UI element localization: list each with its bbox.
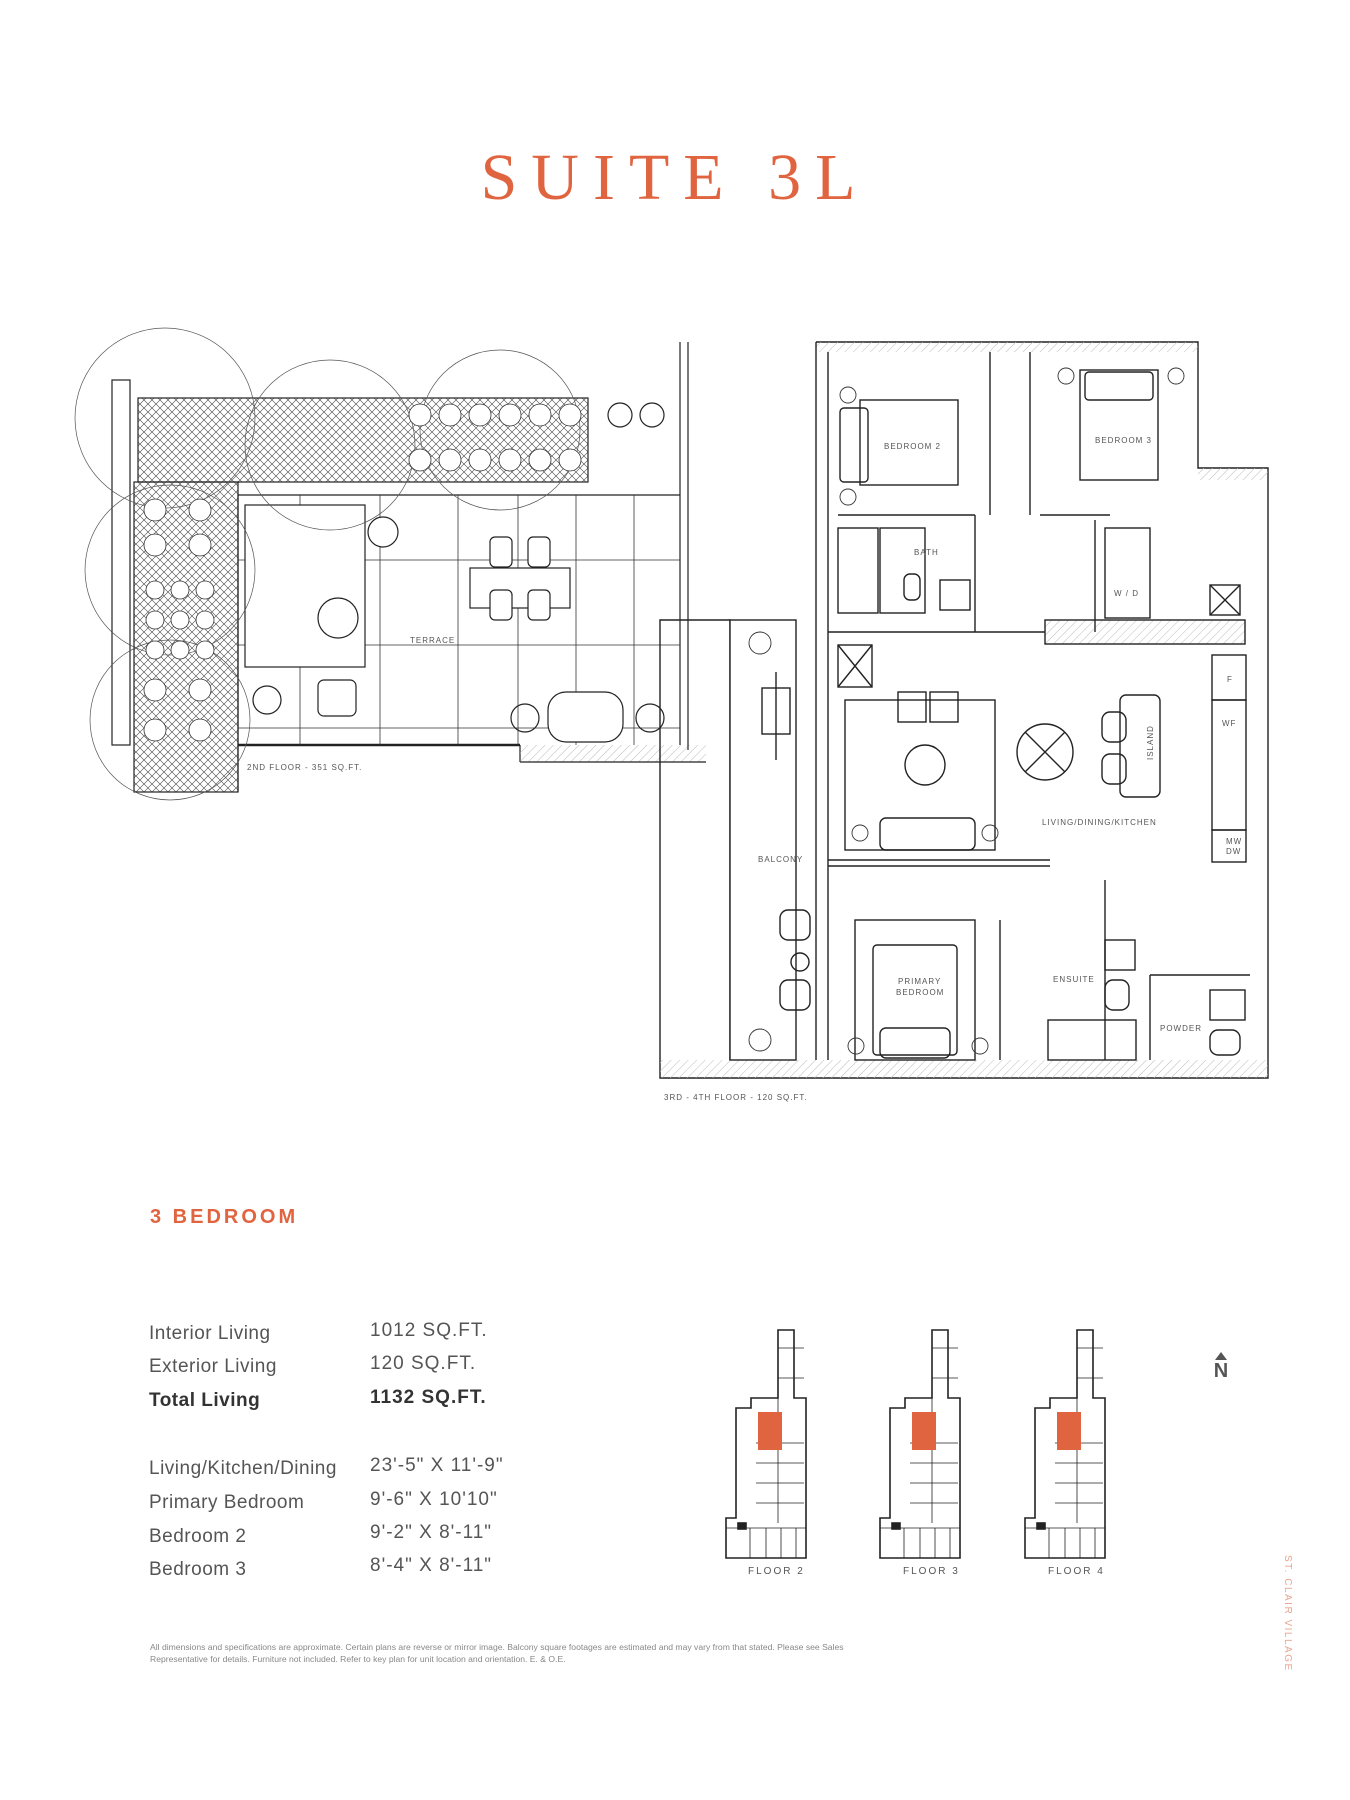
room-dim-label: Bedroom 3 xyxy=(149,1559,247,1580)
disclaimer: All dimensions and specifications are ap… xyxy=(150,1642,844,1664)
room-dim-value: 9'-6" X 10'10" xyxy=(370,1489,498,1510)
key-plan-label: FLOOR 3 xyxy=(903,1566,960,1577)
room-label-primary-1: PRIMARY xyxy=(898,977,941,986)
spec-label-total: Total Living xyxy=(149,1390,261,1411)
room-dim-label: Primary Bedroom xyxy=(149,1492,305,1513)
room-dim-value: 8'-4" X 8'-11" xyxy=(370,1555,493,1576)
room-label-bedroom2: BEDROOM 2 xyxy=(884,442,941,451)
label-mw: MW xyxy=(1226,837,1242,846)
room-label-terrace: TERRACE xyxy=(410,636,455,645)
unit-type-heading: 3 BEDROOM xyxy=(150,1206,299,1228)
spec-label: Exterior Living xyxy=(149,1356,277,1377)
spec-value: 120 SQ.FT. xyxy=(370,1353,477,1374)
key-plans xyxy=(725,1329,1106,1559)
spec-value-total: 1132 SQ.FT. xyxy=(370,1387,487,1408)
room-dim-label: Bedroom 2 xyxy=(149,1526,247,1547)
room-label-primary-2: BEDROOM xyxy=(896,988,944,997)
key-plan-floor-4 xyxy=(1024,1329,1106,1559)
room-label-bath: BATH xyxy=(914,548,939,557)
north-arrow-icon xyxy=(1215,1352,1227,1360)
unit-plan xyxy=(659,341,1269,1079)
spec-value: 1012 SQ.FT. xyxy=(370,1320,488,1341)
north-label: N xyxy=(1213,1360,1229,1382)
room-label-wd: W / D xyxy=(1114,589,1139,598)
terrace-caption: 2ND FLOOR - 351 SQ.FT. xyxy=(247,763,362,772)
room-label-bedroom3: BEDROOM 3 xyxy=(1095,436,1152,445)
floor-plan: TERRACE 2ND FLOOR - 351 SQ.FT. xyxy=(74,327,1269,1102)
room-dim-value: 9'-2" X 8'-11" xyxy=(370,1522,493,1543)
key-plan-floor-3 xyxy=(879,1329,961,1559)
label-wf: WF xyxy=(1222,719,1236,728)
unit-caption: 3RD - 4TH FLOOR - 120 SQ.FT. xyxy=(664,1093,808,1102)
key-plan-label: FLOOR 4 xyxy=(1048,1566,1105,1577)
key-plan-label: FLOOR 2 xyxy=(748,1566,805,1577)
unit-highlight xyxy=(758,1412,782,1450)
north-indicator: N xyxy=(1210,1352,1232,1382)
suite-title: SUITE 3L xyxy=(480,141,870,214)
unit-highlight xyxy=(1057,1412,1081,1450)
room-label-powder: POWDER xyxy=(1160,1024,1202,1033)
brand-vertical-text: ST. CLAIR VILLAGE xyxy=(1282,1555,1293,1672)
room-label-living: LIVING/DINING/KITCHEN xyxy=(1042,818,1157,827)
room-label-ensuite: ENSUITE xyxy=(1053,975,1095,984)
room-dim-value: 23'-5" X 11'-9" xyxy=(370,1455,504,1476)
terrace-plan xyxy=(74,327,706,801)
room-dim-label: Living/Kitchen/Dining xyxy=(149,1458,337,1479)
spec-label: Interior Living xyxy=(149,1323,271,1344)
key-plan-floor-2 xyxy=(725,1329,807,1559)
label-fridge: F xyxy=(1227,675,1233,684)
unit-highlight xyxy=(912,1412,936,1450)
room-label-island: ISLAND xyxy=(1146,725,1155,760)
room-label-balcony: BALCONY xyxy=(758,855,803,864)
label-dw: DW xyxy=(1226,847,1241,856)
